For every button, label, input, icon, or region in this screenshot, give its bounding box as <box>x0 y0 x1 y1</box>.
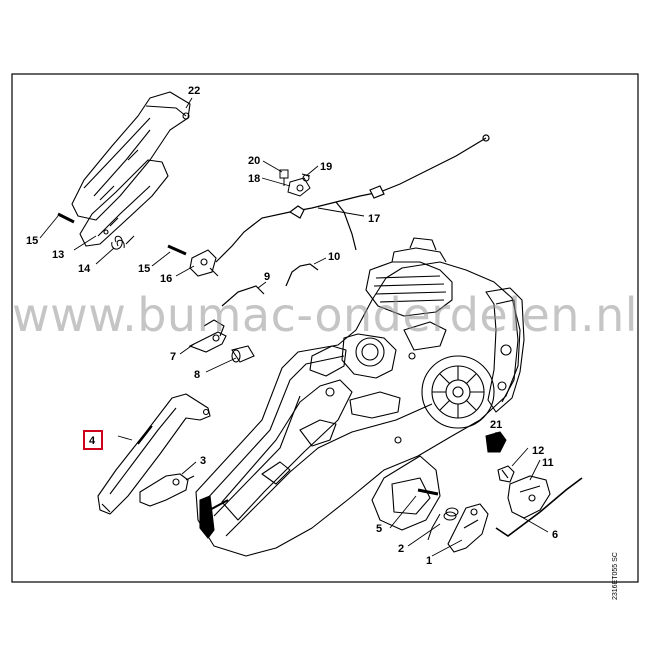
callout-17: 17 <box>368 213 380 225</box>
part-15-pin-mid <box>167 244 187 256</box>
part-2-spring <box>427 507 459 541</box>
part-4-rear-handle <box>97 393 211 515</box>
callout-12: 12 <box>532 445 544 457</box>
highlight-box-part-4 <box>83 430 103 450</box>
part-6-rod <box>495 477 583 537</box>
part-9-wire <box>221 285 265 307</box>
part-8-sleeve <box>231 345 255 363</box>
part-12-part <box>497 465 515 483</box>
part-1-lever <box>447 503 489 553</box>
part-15-pin-left <box>57 212 75 224</box>
callout-10: 10 <box>328 251 340 263</box>
callout-6: 6 <box>552 529 558 541</box>
part-3-clip <box>139 473 195 507</box>
callout-14: 14 <box>78 263 91 275</box>
callout-9: 9 <box>264 271 270 283</box>
callout-20: 20 <box>248 155 260 167</box>
callout-21: 21 <box>490 419 502 431</box>
callout-5: 5 <box>376 523 382 535</box>
part-17-throttle-rod <box>215 134 490 263</box>
drawing-code: 2316ET055 SC <box>612 552 619 600</box>
part-21-part <box>485 431 507 453</box>
part-22-handle-cover <box>71 91 191 221</box>
callout-8: 8 <box>194 369 200 381</box>
part-14-spring <box>111 235 135 250</box>
callout-2: 2 <box>398 543 404 555</box>
part-13-housing <box>79 159 169 247</box>
part-11-part <box>507 475 551 519</box>
callout-18: 18 <box>248 173 260 185</box>
callout-22: 22 <box>188 85 200 97</box>
part-7-lever <box>188 319 227 353</box>
callout-11: 11 <box>542 457 554 469</box>
callout-16: 16 <box>160 273 172 285</box>
callout-19: 19 <box>320 161 332 173</box>
part-10-wire <box>285 263 319 287</box>
callout-4: 4 <box>89 435 96 447</box>
callout-13: 13 <box>52 249 64 261</box>
part-5-pin <box>417 488 439 496</box>
callout-1: 1 <box>426 555 432 567</box>
part-16-lever <box>189 249 219 277</box>
callout-3: 3 <box>200 455 206 467</box>
leader-lines <box>39 97 549 557</box>
callout-7: 7 <box>170 351 176 363</box>
diagram-frame <box>11 73 639 583</box>
callout-15-mid: 15 <box>138 263 150 275</box>
part-18-19-20-fasteners <box>279 169 311 197</box>
callout-15-left: 15 <box>26 235 38 247</box>
chainsaw-body <box>195 237 525 557</box>
